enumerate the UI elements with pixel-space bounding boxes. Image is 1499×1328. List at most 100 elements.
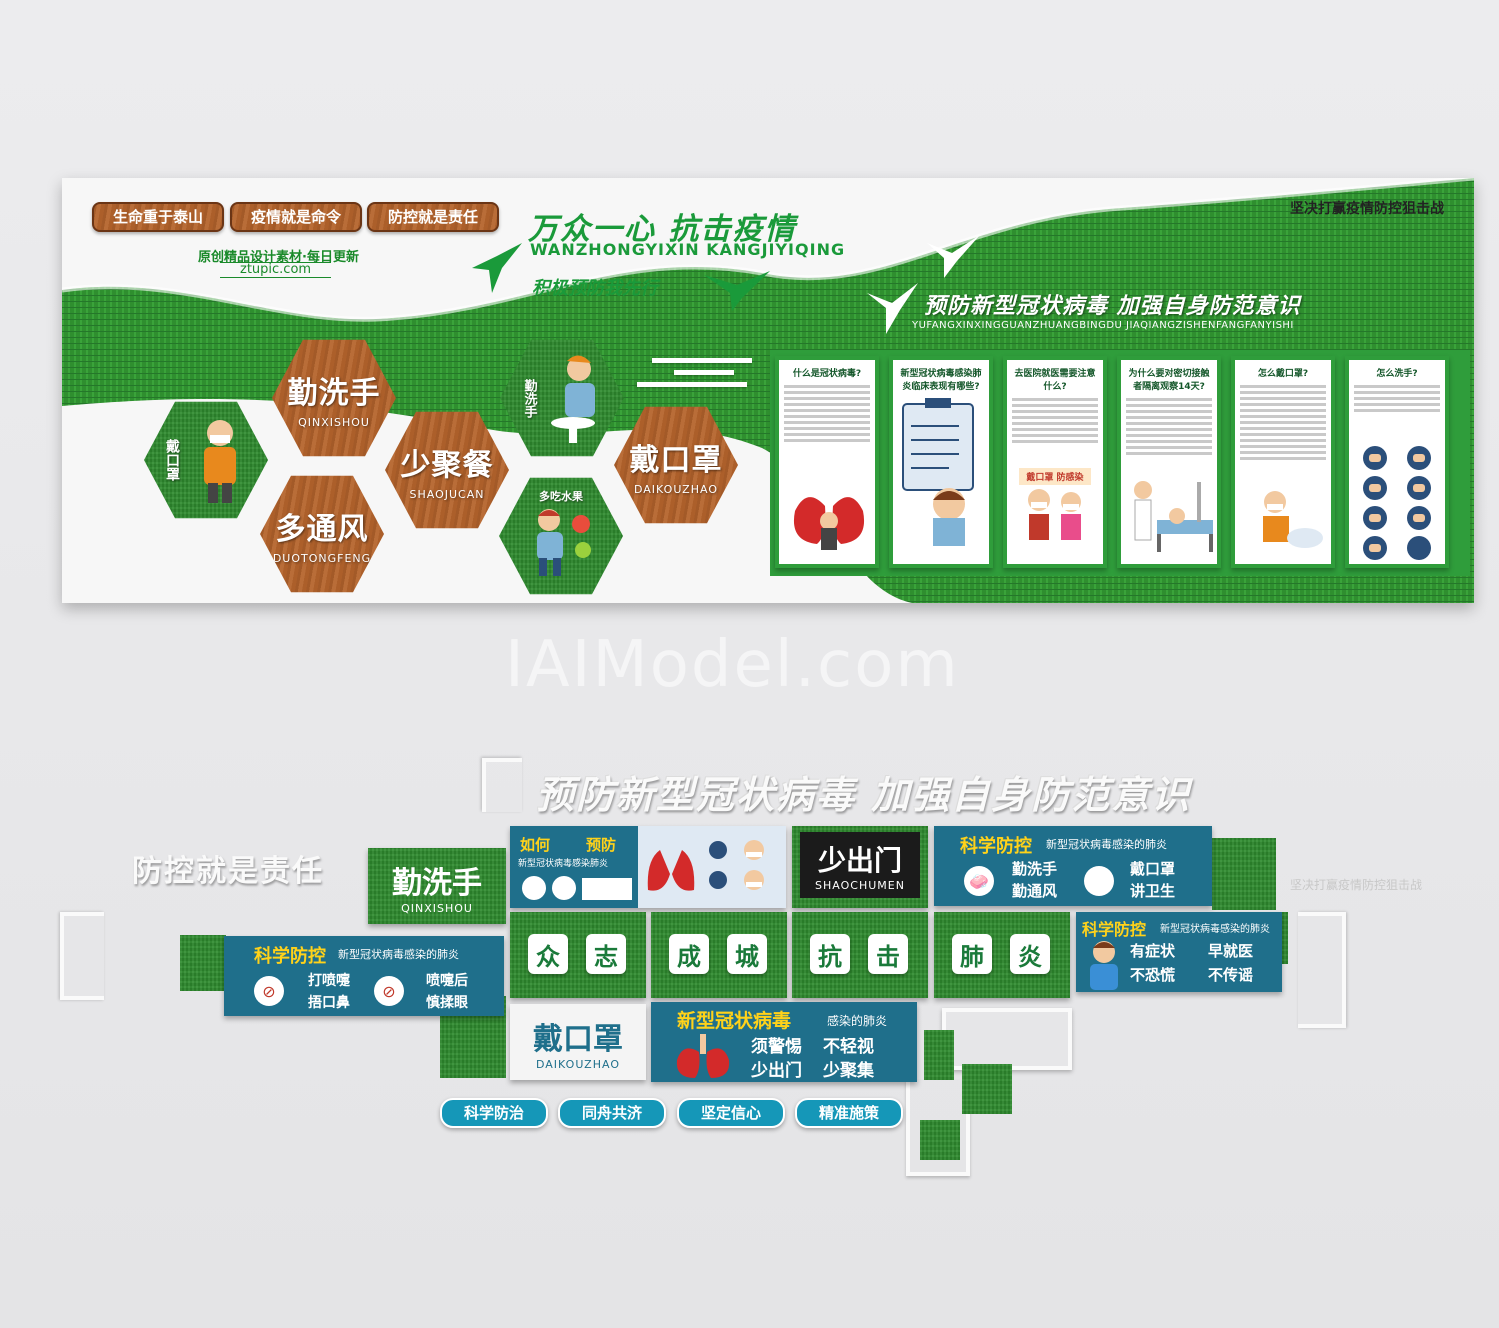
tile-sci-control-3: 科学防控 新型冠状病毒感染的肺炎 有症状 早就医 不恐慌 不传谣 <box>1076 912 1282 992</box>
panel-text-lines <box>1354 385 1440 412</box>
sci-item: 讲卫生 <box>1130 882 1176 900</box>
char-cell: 城 <box>727 934 767 974</box>
tile-label: 勤洗手 <box>392 865 482 901</box>
panel-text-lines <box>784 385 870 442</box>
grass-block <box>962 1064 1012 1114</box>
char-tile-1: 众 志 <box>510 912 646 998</box>
hex-pinyin: DAIKOUZHAO <box>634 482 718 496</box>
sci-item: 捂口鼻 <box>308 995 350 1011</box>
person-mask-icon <box>1263 491 1323 548</box>
howto-sub: 新型冠状病毒感染肺炎 <box>518 859 609 869</box>
sci-item: 不恐慌 <box>1130 966 1176 984</box>
char-cell: 成 <box>669 934 709 974</box>
info-panel-1: 什么是冠状病毒? <box>775 356 879 568</box>
no-sneeze-icon: ⊘ <box>254 976 284 1006</box>
char-tile-2: 成 城 <box>651 912 787 998</box>
person-mask-icon <box>204 420 236 503</box>
tile-shaochumen: 少出门 SHAOCHUMEN <box>792 826 928 908</box>
panel-text-lines <box>1240 385 1326 460</box>
tile-virus-warning: 新型冠状病毒 感染的肺炎 须警惕 不轻视 少出门 少聚集 <box>651 1002 917 1082</box>
virus-item: 少出门 <box>751 1061 802 1081</box>
char-cell: 众 <box>528 934 568 974</box>
sci-item: 不传谣 <box>1208 966 1254 984</box>
char-tile-4: 肺 炎 <box>934 912 1070 998</box>
tile-how-to-prevent: 如何 预防 新型冠状病毒感染肺炎 <box>510 826 786 908</box>
hex-icon-wash: 勤洗手 <box>500 339 624 457</box>
frame-line <box>906 1080 970 1176</box>
char-cell: 肺 <box>952 934 992 974</box>
hex-pinyin: DUOTONGFENG <box>272 551 372 565</box>
right-faint-slogan: 坚决打赢疫情防控狙击战 <box>1290 878 1423 892</box>
panel-title: 怎么洗手? <box>1376 369 1418 379</box>
hex-label: 勤洗手 <box>287 375 381 411</box>
slogan-pill-2: 疫情就是命令 <box>230 202 362 232</box>
panel-title: 去医院就医需要注意什么? <box>1014 369 1096 392</box>
sci-title: 科学防控 <box>254 946 326 967</box>
grass-block <box>1212 838 1276 910</box>
hex-label: 多通风 <box>275 511 369 547</box>
bird-icon <box>472 243 522 293</box>
sci-item: 打喷嚏 <box>308 973 350 989</box>
sub-title: 积极预防我先行 <box>532 278 658 299</box>
band-pinyin: YUFANGXINXINGGUANZHUANGBINGDU JIAQIANGZI… <box>912 320 1294 331</box>
kids-mask-icon <box>1028 489 1081 540</box>
side-slogan: 防控就是责任 <box>132 854 324 889</box>
sci-sub: 新型冠状病毒感染的肺炎 <box>1046 838 1167 851</box>
bird-icon <box>927 235 980 278</box>
washing-hands-icon <box>550 355 595 443</box>
tile-sci-control-1: 科学防控 新型冠状病毒感染的肺炎 🧼 勤洗手 勤通风 😷 戴口罩 讲卫生 <box>934 826 1212 906</box>
sci-item: 慎揉眼 <box>426 995 468 1011</box>
tile-pinyin: QINXISHOU <box>401 901 473 915</box>
hex-icon-mask: 戴口罩 <box>144 401 268 519</box>
char-cell: 击 <box>868 934 908 974</box>
frame-line <box>1298 912 1346 1028</box>
sci-item: 勤洗手 <box>1012 860 1058 878</box>
hex-vertical-label: 戴口罩 <box>164 439 180 481</box>
bird-icon <box>867 283 918 334</box>
lungs-icon <box>793 476 865 550</box>
info-panel-4: 为什么要对密切接触者隔离观察14天? <box>1117 356 1221 568</box>
sci-item: 勤通风 <box>1012 882 1058 900</box>
tag-1: 科学防治 <box>440 1098 548 1128</box>
frame-box <box>942 1008 1072 1070</box>
sci-sub: 新型冠状病毒感染的肺炎 <box>338 948 459 961</box>
main-title: 万众一心 抗击疫情 <box>528 212 797 247</box>
virus-item: 不轻视 <box>823 1037 874 1057</box>
hex-icon-fruit: 多吃水果 <box>499 477 623 595</box>
slogan-pill-3: 防控就是责任 <box>367 202 499 232</box>
tag-3: 坚定信心 <box>677 1098 785 1128</box>
virus-title: 新型冠状病毒 <box>677 1010 792 1032</box>
deco-bar <box>674 370 734 375</box>
infection-diagram-icon <box>647 840 764 891</box>
bird-icon <box>704 271 770 311</box>
band-title: 预防新型冠状病毒 加强自身防范意识 <box>924 294 1301 319</box>
char-cell: 炎 <box>1010 934 1050 974</box>
tile-pinyin: DAIKOUZHAO <box>536 1057 620 1071</box>
hex-top-label: 多吃水果 <box>539 490 583 503</box>
panel-text-lines <box>1012 398 1098 443</box>
boy-crossed-arms-icon <box>1090 941 1118 990</box>
sci-item: 喷嚏后 <box>426 973 468 989</box>
howto-b: 预防 <box>586 836 617 854</box>
hex-pinyin: SHAOJUCAN <box>409 487 485 501</box>
deco-bar <box>637 382 747 387</box>
howto-a: 如何 <box>520 836 551 854</box>
grass-block <box>920 1120 960 1160</box>
prevention-icons <box>522 876 632 900</box>
info-panel-5: 怎么戴口罩? <box>1231 356 1335 568</box>
panel-title: 为什么要对密切接触者隔离观察14天? <box>1128 369 1210 392</box>
info-panel-6: 怎么洗手? <box>1345 356 1449 568</box>
char-cell: 志 <box>586 934 626 974</box>
eating-fruit-icon <box>537 509 591 576</box>
panel-badge: 戴口罩 防感染 <box>1019 468 1091 485</box>
hex-vertical-label: 勤洗手 <box>521 378 537 418</box>
sci-sub: 新型冠状病毒感染的肺炎 <box>1160 924 1270 935</box>
tile-daikouzhao: 戴口罩 DAIKOUZHAO <box>510 1004 646 1080</box>
sci-title: 科学防控 <box>1082 920 1147 939</box>
slogan-pill-1: 生命重于泰山 <box>92 202 224 232</box>
char-tile-3: 抗 击 <box>792 912 928 998</box>
lungs-icon <box>676 1034 730 1078</box>
hex-label: 戴口罩 <box>629 442 723 478</box>
corner-slogan: 坚决打赢疫情防控狙击战 <box>1290 201 1444 217</box>
no-rub-eye-icon: ⊘ <box>374 976 404 1006</box>
